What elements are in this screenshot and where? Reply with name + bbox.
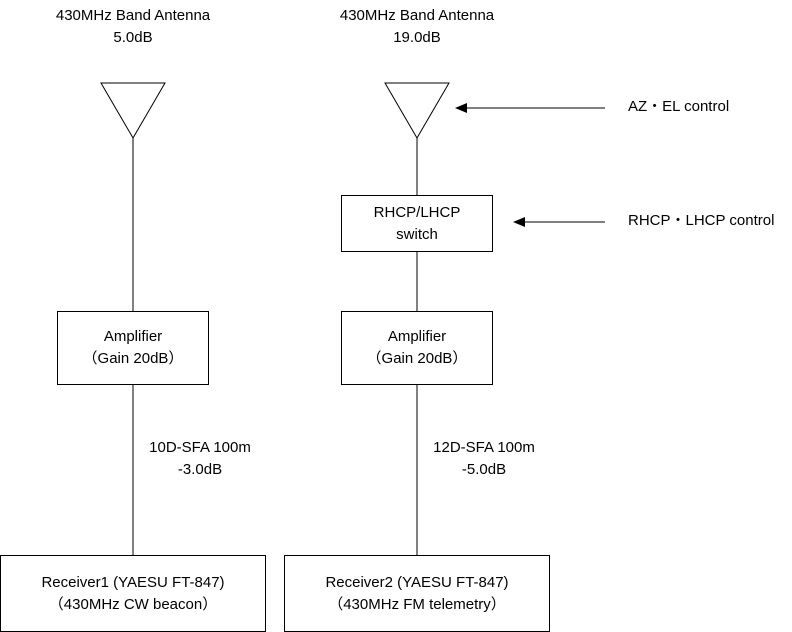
left-cable-loss: -3.0dB [177, 461, 223, 478]
az-el-control-label: AZ・EL control [628, 98, 730, 115]
switch-title: RHCP/LHCP [373, 203, 461, 221]
right-receiver-block: Receiver2 (YAESU FT-847) （430MHz FM tele… [284, 555, 550, 632]
right-amplifier-gain: （Gain 20dB） [366, 350, 468, 367]
right-antenna-icon [384, 82, 450, 139]
polarization-control-label: RHCP・LHCP control [628, 212, 775, 229]
right-antenna-label: 430MHz Band Antenna 19.0dB [302, 5, 532, 49]
left-receiver-block: Receiver1 (YAESU FT-847) （430MHz CW beac… [0, 555, 266, 632]
left-cable-label: 10D-SFA 100m -3.0dB [125, 437, 275, 481]
left-amplifier-title: Amplifier [103, 328, 163, 345]
polarization-switch-block: RHCP/LHCP switch [341, 195, 493, 252]
right-antenna-name: 430MHz Band Antenna [339, 7, 495, 24]
left-amplifier-gain: （Gain 20dB） [82, 350, 184, 367]
right-amplifier-title: Amplifier [387, 328, 447, 345]
left-cable-type: 10D-SFA 100m [149, 439, 251, 456]
right-receiver-mode: （430MHz FM telemetry） [328, 595, 506, 613]
right-receiver-title: Receiver2 (YAESU FT-847) [325, 573, 509, 591]
left-antenna-gain: 5.0dB [113, 29, 153, 46]
right-cable-loss: -5.0dB [461, 461, 507, 478]
left-receiver-title: Receiver1 (YAESU FT-847) [41, 573, 225, 591]
left-amplifier-block: Amplifier （Gain 20dB） [57, 311, 209, 385]
polarization-arrow [513, 217, 605, 227]
left-antenna-label: 430MHz Band Antenna 5.0dB [18, 5, 248, 49]
right-antenna-gain: 19.0dB [393, 29, 441, 46]
arrowhead-icon [513, 217, 525, 227]
left-antenna-icon [100, 82, 166, 139]
right-cable-label: 12D-SFA 100m -5.0dB [409, 437, 559, 481]
az-el-arrow [455, 103, 605, 113]
arrowhead-icon [455, 103, 467, 113]
left-antenna-name: 430MHz Band Antenna [55, 7, 211, 24]
right-cable-type: 12D-SFA 100m [433, 439, 535, 456]
switch-subtitle: switch [396, 225, 438, 243]
right-amplifier-block: Amplifier （Gain 20dB） [341, 311, 493, 385]
left-receiver-mode: （430MHz CW beacon） [48, 595, 218, 613]
